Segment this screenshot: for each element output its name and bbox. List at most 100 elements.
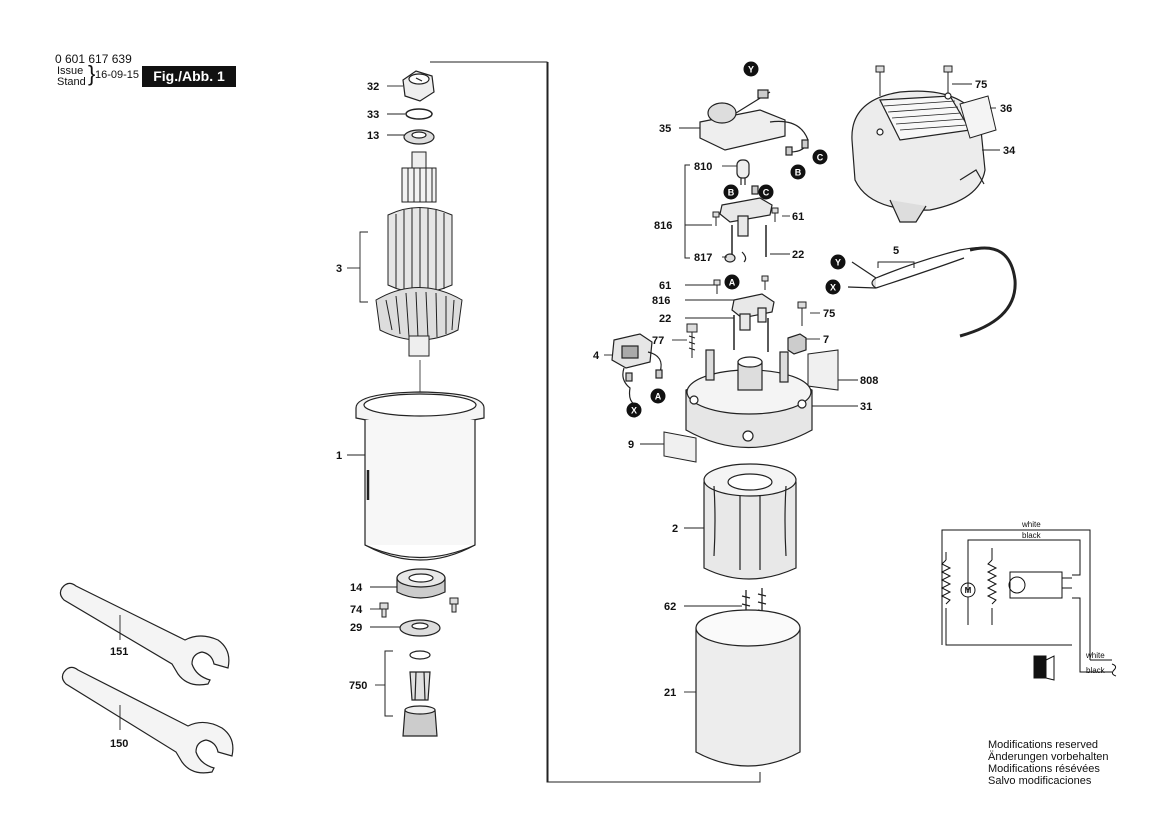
label-817: 817 <box>694 252 712 264</box>
assembly-bracket-line <box>430 61 761 783</box>
svg-text:X: X <box>631 406 637 416</box>
label-151: 151 <box>110 646 128 658</box>
label-77: 77 <box>652 335 664 347</box>
label-9: 9 <box>628 439 634 451</box>
label-13: 13 <box>367 130 379 142</box>
part-817-spring <box>724 251 747 263</box>
part-61-screws-lower <box>713 275 769 294</box>
document-number: 0 601 617 639 <box>55 52 132 66</box>
label-810: 810 <box>694 161 712 173</box>
part-816-brush-holder-lower <box>731 293 775 331</box>
part-22-rods-lower <box>733 315 769 352</box>
part-74-screws <box>379 597 459 618</box>
label-808: 808 <box>860 375 878 387</box>
part-14-bearing <box>396 568 446 599</box>
svg-text:C: C <box>763 188 770 198</box>
part-13-bearing <box>403 129 435 145</box>
part-2-field-coil <box>703 463 797 580</box>
mod-note-fr: Modifications résévées <box>988 763 1100 775</box>
label-150: 150 <box>110 738 128 750</box>
part-61-screws-upper <box>712 207 779 226</box>
label-21: 21 <box>664 687 676 699</box>
marker-c-holder: C <box>758 184 774 200</box>
label-4: 4 <box>593 350 600 362</box>
svg-text:A: A <box>729 278 736 288</box>
label-816-lower: 816 <box>652 295 670 307</box>
mod-note-de: Änderungen vorbehalten <box>988 751 1109 763</box>
marker-a-holder: A <box>724 274 740 290</box>
label-22-lower: 22 <box>659 313 671 325</box>
part-29-flange <box>399 619 441 637</box>
figure-label: Fig./Abb. 1 <box>142 66 236 87</box>
part-36-label <box>959 95 997 139</box>
label-750: 750 <box>349 680 367 692</box>
wire-label-black-bottom: black <box>1086 666 1106 675</box>
label-34: 34 <box>1003 145 1016 157</box>
connector-markers: Y C B B C A A X Y X <box>626 61 846 418</box>
part-7-block <box>787 333 807 355</box>
part-32-cap <box>402 70 435 102</box>
part-number-labels: 32 33 13 3 1 14 74 29 750 151 150 35 810… <box>110 79 1016 750</box>
label-75-middle: 75 <box>823 308 835 320</box>
part-31-motor-housing <box>685 349 813 449</box>
part-22-rods-upper <box>731 225 767 257</box>
marker-y-cord: Y <box>830 254 846 270</box>
part-808-label <box>807 349 839 391</box>
marker-a-switch: A <box>650 388 666 404</box>
label-2: 2 <box>672 523 678 535</box>
leader-lines <box>119 83 1000 730</box>
svg-text:C: C <box>817 153 824 163</box>
part-9-label <box>663 431 697 463</box>
label-22-upper: 22 <box>792 249 804 261</box>
label-61-upper: 61 <box>792 211 804 223</box>
label-5: 5 <box>893 245 899 257</box>
label-32: 32 <box>367 81 379 93</box>
marker-x-cord: X <box>825 279 841 295</box>
wire-label-black-top: black <box>1022 531 1042 540</box>
label-74: 74 <box>350 604 363 616</box>
part-750-collet <box>402 650 438 737</box>
bracket-5 <box>877 261 915 268</box>
svg-text:A: A <box>655 392 662 402</box>
modifications-note: Modifications reserved Änderungen vorbeh… <box>988 739 1108 787</box>
marker-b-top: B <box>790 164 806 180</box>
issue-label: Issue Stand <box>57 66 86 88</box>
marker-x-switch: X <box>626 402 642 418</box>
mod-note-en: Modifications reserved <box>988 739 1099 751</box>
label-36: 36 <box>1000 103 1012 115</box>
mod-note-es: Salvo modificaciones <box>988 775 1092 787</box>
svg-text:X: X <box>830 283 836 293</box>
part-33-ring <box>405 108 433 120</box>
label-62: 62 <box>664 601 676 613</box>
label-35: 35 <box>659 123 671 135</box>
bracket-816-upper <box>684 164 690 259</box>
label-14: 14 <box>350 582 363 594</box>
part-75-screws-cover <box>875 65 953 96</box>
svg-text:Y: Y <box>835 258 841 268</box>
brace-glyph: } <box>88 61 96 86</box>
issue-date: 16-09-15 <box>95 69 140 81</box>
part-4-switch <box>611 333 663 405</box>
marker-c-top: C <box>812 149 828 165</box>
part-21-motor-can <box>695 609 801 767</box>
svg-text:B: B <box>795 168 802 178</box>
svg-text:B: B <box>728 188 735 198</box>
label-75-cover: 75 <box>975 79 987 91</box>
part-35-switch-housing <box>699 89 809 156</box>
part-77-screw <box>686 323 698 358</box>
motor-symbol: M <box>965 586 972 595</box>
label-61-lower: 61 <box>659 280 671 292</box>
label-7: 7 <box>823 334 829 346</box>
label-31: 31 <box>860 401 872 413</box>
wire-label-white-top: white <box>1021 520 1041 529</box>
part-75-screw-middle <box>797 301 807 326</box>
part-150-wrench <box>61 666 234 774</box>
marker-y-top: Y <box>743 61 759 77</box>
wiring-schematic <box>940 529 1117 681</box>
svg-text:Y: Y <box>748 65 754 75</box>
part-1-housing <box>355 391 485 561</box>
label-33: 33 <box>367 109 379 121</box>
part-151-wrench <box>59 582 230 686</box>
